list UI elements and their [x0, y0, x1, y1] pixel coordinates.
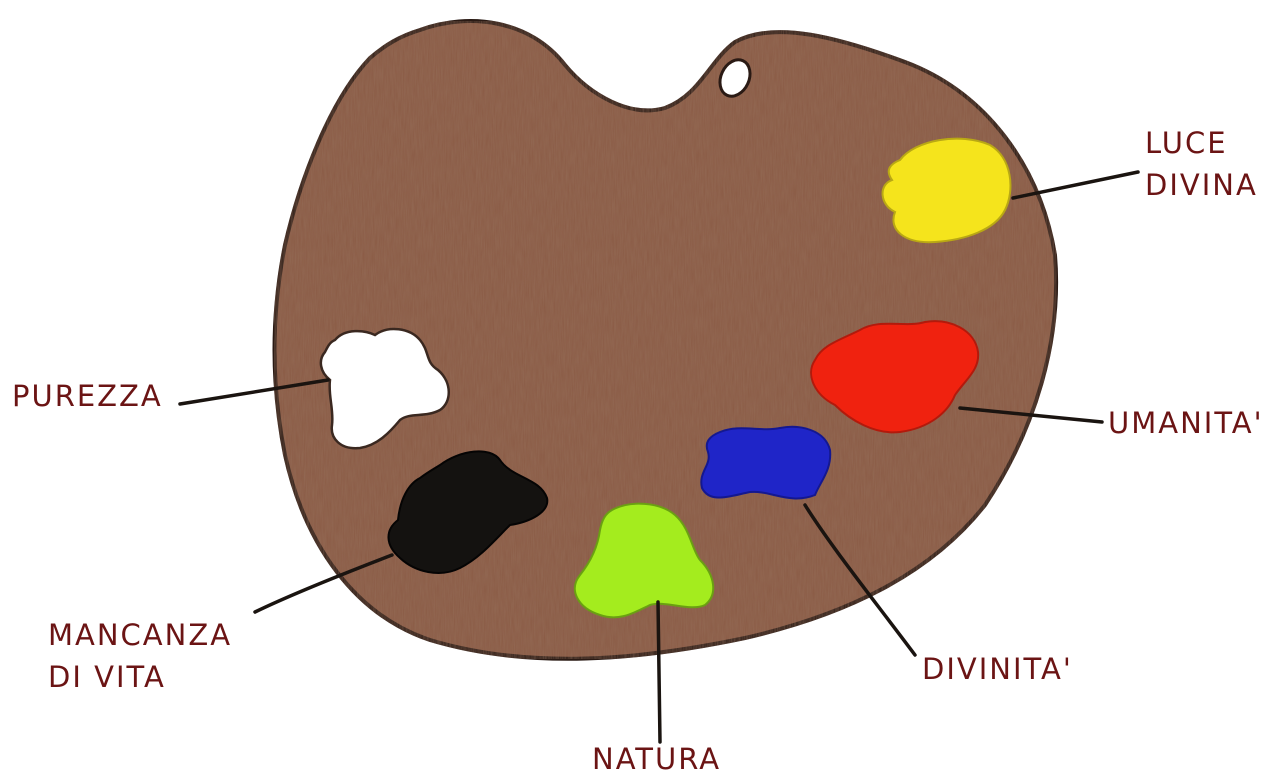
label-purezza: PUREZZA	[12, 375, 163, 417]
label-line: DIVINITA'	[922, 648, 1073, 690]
label-line: DI VITA	[48, 656, 232, 698]
label-line: LUCE	[1145, 122, 1258, 164]
label-line: DIVINA	[1145, 164, 1258, 206]
label-mancanza-di-vita: MANCANZA DI VITA	[48, 614, 232, 698]
label-divinita: DIVINITA'	[922, 648, 1073, 690]
leader-line-natura	[658, 602, 660, 742]
label-line: NATURA	[592, 738, 721, 780]
label-line: PUREZZA	[12, 375, 163, 417]
label-umanita: UMANITA'	[1108, 402, 1264, 444]
label-natura: NATURA	[592, 738, 721, 780]
paint-blob-divinita	[701, 427, 830, 499]
label-line: UMANITA'	[1108, 402, 1264, 444]
label-line: MANCANZA	[48, 614, 232, 656]
label-luce-divina: LUCE DIVINA	[1145, 122, 1258, 206]
